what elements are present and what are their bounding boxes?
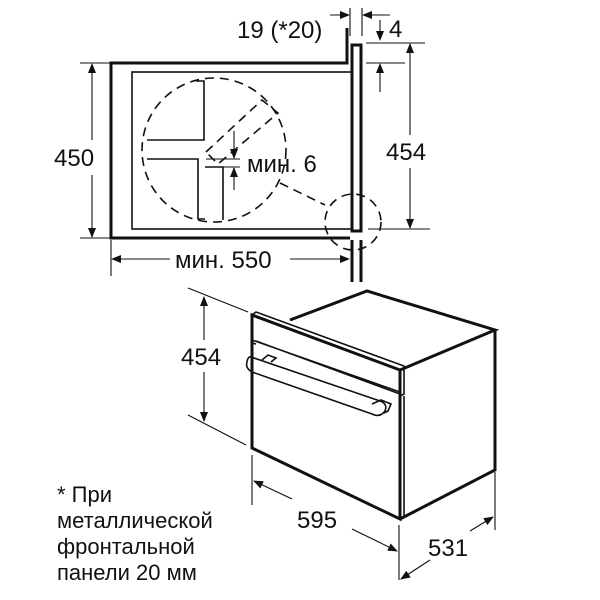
- niche-height-label: 450: [54, 145, 94, 172]
- detail-circle-small: [324, 193, 382, 251]
- oven-drawing: 454 595 531: [181, 287, 500, 580]
- niche-outline: [109, 28, 350, 240]
- gap-label: 4: [389, 16, 402, 43]
- door-handle: [245, 356, 387, 417]
- min-gap-label: мин. 6: [247, 151, 317, 178]
- control-panel: [251, 311, 405, 397]
- cabinet-front-below: [350, 240, 363, 282]
- oven-cavity: [131, 71, 353, 230]
- detail-circle: [141, 77, 287, 223]
- oven-top: [289, 289, 500, 372]
- oven-side: [399, 330, 497, 521]
- oven-front: [250, 312, 402, 522]
- footnote: * При металлической фронтальной панели 2…: [57, 482, 213, 585]
- oven-height-label: 454: [181, 344, 221, 371]
- panel-height-label: 454: [386, 139, 426, 166]
- min-depth-label: мин. 550: [175, 247, 272, 274]
- footnote-line: * При: [57, 482, 112, 507]
- niche-section: мин. 6 450 454 4 19 (*20) мин. 550: [54, 8, 430, 282]
- footnote-line: металлической: [57, 508, 213, 533]
- oven-depth-label: 531: [428, 535, 468, 562]
- oven-width-label: 595: [297, 507, 337, 534]
- footnote-line: панели 20 мм: [57, 560, 197, 585]
- front-panel: [350, 43, 363, 233]
- footnote-line: фронтальной: [57, 534, 195, 559]
- depth-top-label: 19 (*20): [237, 17, 322, 44]
